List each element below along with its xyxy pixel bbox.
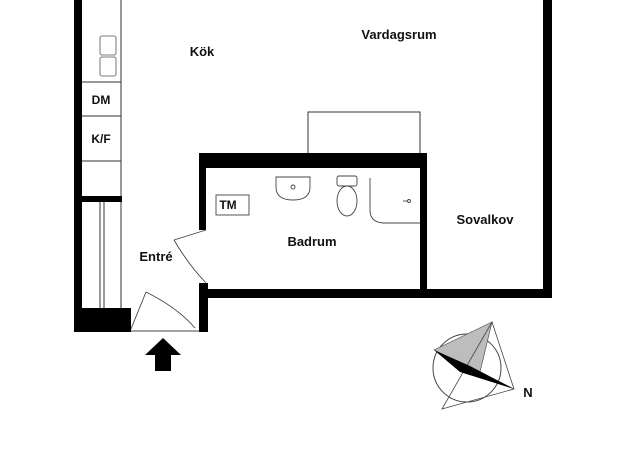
bathroom-label: Badrum (287, 234, 336, 249)
bathroom-top-wall (199, 153, 426, 168)
bathroom-door-leaf (173, 229, 207, 241)
washing-machine-box (215, 194, 250, 216)
arrow-up-icon (145, 338, 181, 371)
toilet-bowl (336, 185, 358, 217)
bathroom-fixtures (215, 175, 420, 224)
shower (369, 178, 420, 224)
sleeping-alcove-label: Sovalkov (456, 212, 514, 227)
walls (74, 0, 552, 332)
washing-machine-label: TM (219, 198, 236, 212)
toilet-tank (336, 175, 358, 187)
entrance-label: Entré (139, 249, 172, 264)
bathroom-left-wall (199, 153, 206, 230)
kitchen-label: Kök (190, 44, 215, 59)
living-room-label: Vardagsrum (361, 27, 436, 42)
fridge-freezer-label: K/F (91, 132, 110, 146)
thin-lines (82, 0, 421, 308)
entrance-right-wall (199, 283, 208, 332)
left-exterior-wall (74, 0, 82, 332)
closet-top-wall (82, 196, 122, 202)
north-label: N (523, 385, 532, 400)
entrance-door-swing (145, 291, 196, 329)
washbasin (275, 176, 311, 201)
bottom-wall-right (200, 289, 552, 298)
right-exterior-wall (543, 0, 552, 298)
dishwasher-label: DM (92, 93, 111, 107)
bottom-left-wall (74, 308, 131, 332)
doors (130, 229, 207, 332)
compass-rose-icon (432, 321, 515, 410)
kitchen-sink (99, 35, 117, 77)
bathroom-right-wall (420, 153, 427, 298)
room-labels: Kök Vardagsrum Sovalkov Badrum Entré DM … (91, 27, 532, 400)
bathroom-door-swing (173, 239, 207, 284)
entrance-door-leaf (130, 291, 147, 330)
